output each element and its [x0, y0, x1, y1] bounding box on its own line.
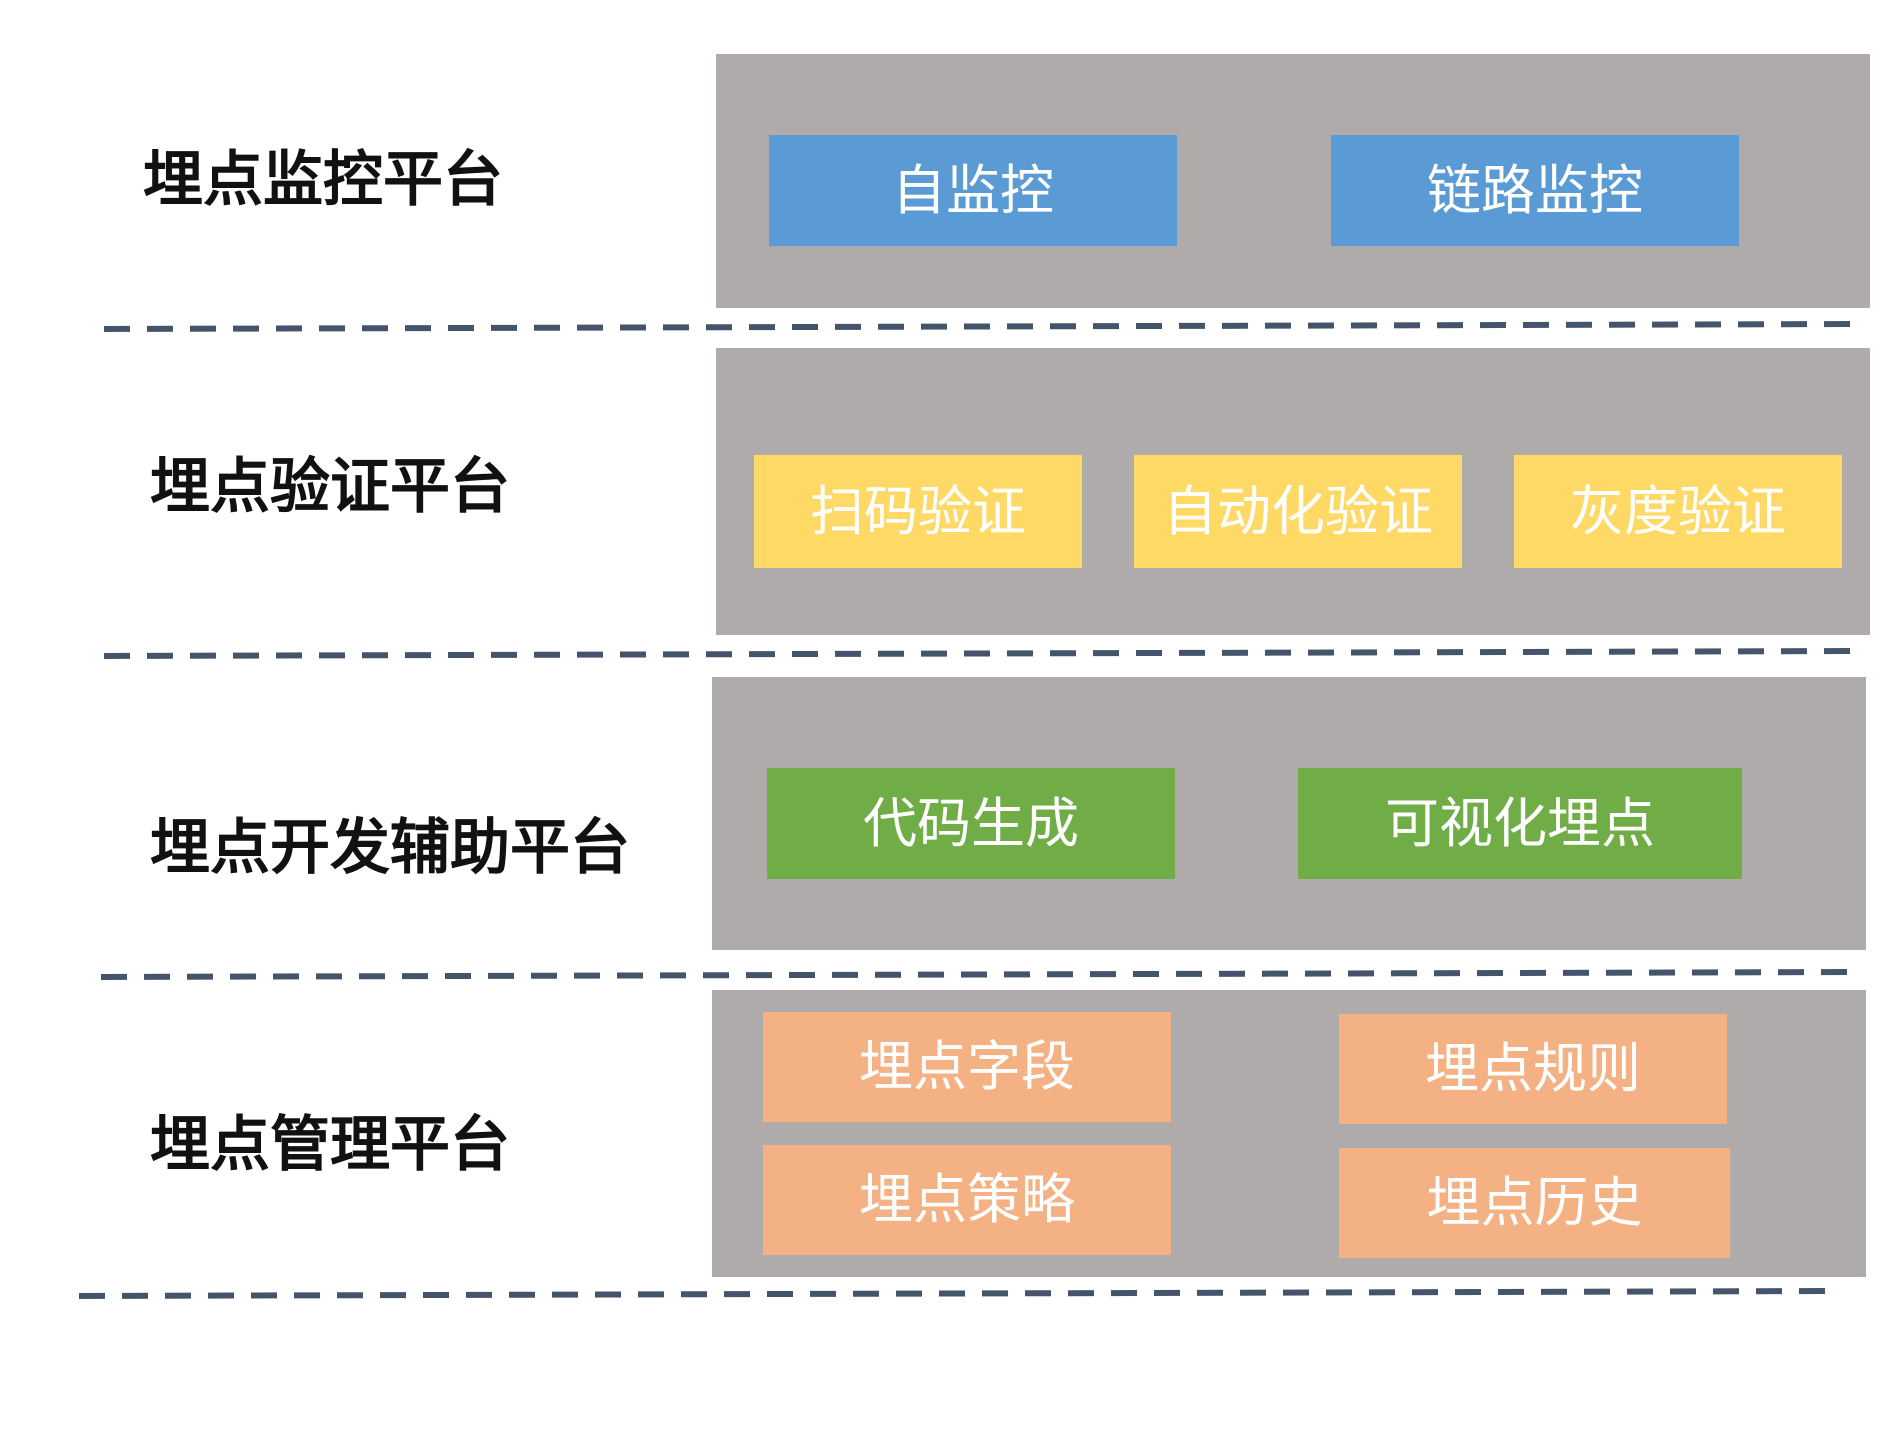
divider-3 [100, 969, 1856, 980]
layer-title-monitor: 埋点监控平台 [143, 145, 503, 215]
box-code-gen: 代码生成 [767, 768, 1175, 879]
divider-1 [103, 321, 1859, 332]
box-track-history: 埋点历史 [1339, 1148, 1730, 1258]
box-link-monitor: 链路监控 [1331, 135, 1739, 246]
divider-2 [103, 648, 1859, 659]
box-self-monitor: 自监控 [769, 135, 1177, 246]
box-track-strategy: 埋点策略 [763, 1145, 1171, 1255]
box-track-field: 埋点字段 [763, 1012, 1171, 1122]
layer-title-verify: 埋点验证平台 [150, 452, 510, 522]
box-scan-verify: 扫码验证 [754, 455, 1082, 568]
box-visual-track: 可视化埋点 [1298, 768, 1742, 879]
panel-devassist: 代码生成 可视化埋点 [712, 677, 1866, 950]
box-track-rule: 埋点规则 [1339, 1014, 1727, 1124]
panel-manage: 埋点字段 埋点规则 埋点策略 埋点历史 [712, 990, 1866, 1277]
panel-verify: 扫码验证 自动化验证 灰度验证 [716, 348, 1870, 635]
panel-monitor: 自监控 链路监控 [716, 54, 1870, 308]
layer-title-devassist: 埋点开发辅助平台 [150, 813, 630, 883]
layer-title-manage: 埋点管理平台 [150, 1110, 510, 1180]
divider-4 [78, 1288, 1839, 1299]
box-auto-verify: 自动化验证 [1134, 455, 1462, 568]
box-gray-verify: 灰度验证 [1514, 455, 1842, 568]
